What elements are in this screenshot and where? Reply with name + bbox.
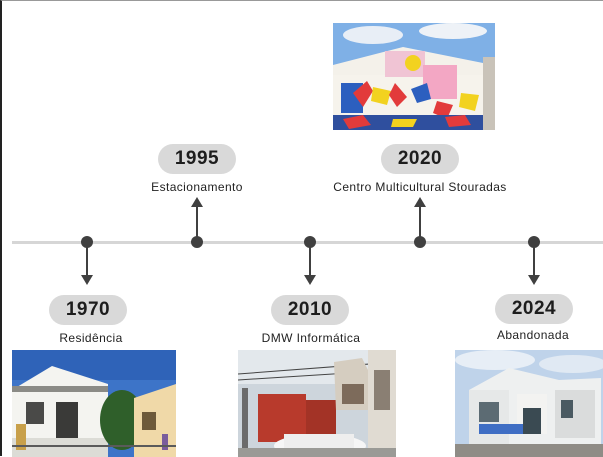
year-badge-2010: 2010 [271,295,349,325]
arrow-stem-2020 [419,207,421,237]
year-badge-1995: 1995 [158,144,236,174]
arrow-stem-2010 [309,247,311,275]
event-label-1970: Residência [59,331,123,345]
event-label-2020: Centro Multicultural Stouradas [333,180,507,194]
marker-dot-2010 [304,236,316,248]
white-house-photo [12,350,176,457]
abandoned-house-photo [455,350,603,457]
year-badge-1970: 1970 [49,295,127,325]
arrow-up-icon [191,197,203,207]
arrow-up-icon [414,197,426,207]
marker-dot-1995 [191,236,203,248]
red-wall-street-photo [238,350,396,457]
arrow-stem-2024 [533,247,535,275]
marker-dot-1970 [81,236,93,248]
event-label-1995: Estacionamento [151,180,243,194]
arrow-stem-1995 [196,207,198,237]
arrow-down-icon [528,275,540,285]
arrow-down-icon [304,275,316,285]
event-label-2010: DMW Informática [261,331,361,345]
marker-dot-2024 [528,236,540,248]
year-badge-2020: 2020 [381,144,459,174]
marker-dot-2020 [414,236,426,248]
mural-house-photo [333,23,495,130]
year-badge-2024: 2024 [495,294,573,324]
arrow-stem-1970 [86,247,88,275]
event-label-2024: Abandonada [496,328,570,342]
arrow-down-icon [81,275,93,285]
